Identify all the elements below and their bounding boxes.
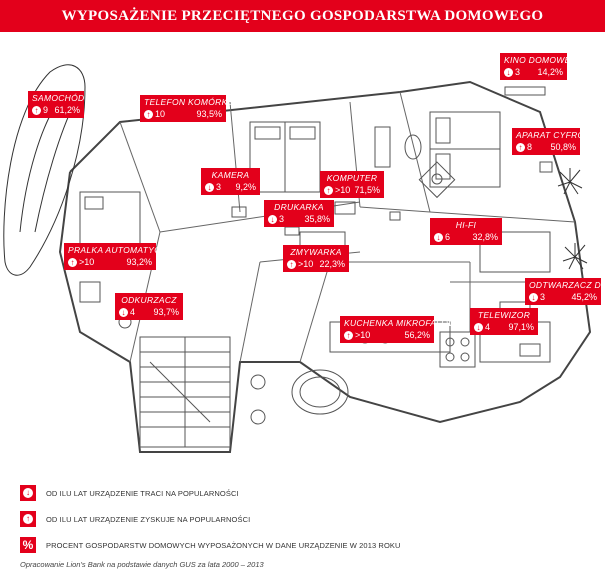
item-label: KUCHENKA MIKROFALOWA — [344, 318, 463, 328]
callout-drukarka: DRUKARKA ↓3 35,8% — [264, 200, 334, 227]
bed-3 — [79, 191, 141, 248]
item-percent: 61,2% — [54, 105, 80, 115]
item-percent: 93,2% — [126, 257, 152, 267]
item-label: KINO DOMOWE — [504, 55, 571, 65]
item-percent: 56,2% — [404, 330, 430, 340]
item-years: 3 — [540, 292, 546, 302]
item-years: 4 — [130, 307, 136, 317]
callout-pralka: PRALKA AUTOMATYCZNA ↑>10 93,2% — [64, 243, 179, 270]
legend: ↓ OD ILU LAT URZĄDZENIE TRACI NA POPULAR… — [20, 480, 540, 558]
item-years: 8 — [527, 142, 533, 152]
legend-up-icon: ↑ — [20, 511, 36, 527]
item-percent: 93,7% — [153, 307, 179, 317]
callout-odkurzacz: ODKURZACZ ↓4 93,7% — [115, 293, 183, 320]
item-years: 9 — [43, 105, 49, 115]
callout-kamera: KAMERA ↓3 9,2% — [201, 168, 260, 195]
legend-percent-icon: % — [20, 537, 36, 553]
item-percent: 35,8% — [304, 214, 330, 224]
item-label: TELEWIZOR — [477, 310, 531, 320]
item-years: >10 — [298, 259, 314, 269]
item-label: HI-FI — [455, 220, 477, 230]
item-percent: 32,8% — [472, 232, 498, 242]
item-years: >10 — [79, 257, 95, 267]
trend-down-icon: ↓ — [504, 68, 513, 77]
trend-down-icon: ↓ — [205, 183, 214, 192]
outer-walls — [58, 80, 592, 453]
trend-down-icon: ↓ — [119, 308, 128, 317]
trend-up-icon: ↑ — [324, 186, 333, 195]
callout-kino-domowe: KINO DOMOWE ↓3 14,2% — [500, 53, 571, 80]
bed-1 — [249, 121, 321, 193]
bath-fixtures — [250, 126, 456, 425]
trend-down-icon: ↓ — [529, 293, 538, 302]
legend-text: OD ILU LAT URZĄDZENIE TRACI NA POPULARNO… — [46, 488, 239, 498]
item-label: ODTWARZACZ DVD — [529, 280, 605, 290]
item-years: >10 — [355, 330, 371, 340]
inner-walls — [119, 91, 576, 363]
item-years: 3 — [515, 67, 521, 77]
trend-up-icon: ↑ — [144, 110, 153, 119]
callout-zmywarka: ZMYWARKA ↑>10 22,3% — [283, 245, 349, 272]
trend-down-icon: ↓ — [434, 233, 443, 242]
item-years: >10 — [335, 185, 351, 195]
item-years: 3 — [216, 182, 222, 192]
item-years: 10 — [155, 109, 166, 119]
trend-up-icon: ↑ — [32, 106, 41, 115]
title-bar: WYPOSAŻENIE PRZECIĘTNEGO GOSPODARSTWA DO… — [0, 0, 605, 32]
item-percent: 22,3% — [319, 259, 345, 269]
callout-aparat-cyfrowy: APARAT CYFROWY ↑8 50,8% — [512, 128, 599, 155]
callout-kuchenka: KUCHENKA MIKROFALOWA ↑>10 56,2% — [340, 316, 463, 343]
item-years: 6 — [445, 232, 451, 242]
item-label: ODKURZACZ — [121, 295, 177, 305]
trend-down-icon: ↓ — [268, 215, 277, 224]
callout-hi-fi: HI-FI ↓6 32,8% — [430, 218, 502, 245]
item-label: KOMPUTER — [326, 173, 378, 183]
plant-icons — [557, 168, 588, 270]
legend-text: OD ILU LAT URZĄDZENIE ZYSKUJE NA POPULAR… — [46, 514, 251, 524]
legend-text: PROCENT GOSPODARSTW DOMOWYCH WYPOSAŻONYC… — [46, 540, 401, 550]
item-label: SAMOCHÓD — [32, 93, 85, 103]
item-label: KAMERA — [211, 170, 250, 180]
item-label: DRUKARKA — [274, 202, 324, 212]
trend-down-icon: ↓ — [474, 323, 483, 332]
item-label: APARAT CYFROWY — [516, 130, 599, 140]
item-label: TELEFON KOMÓRKOWY — [144, 97, 249, 107]
item-years: 4 — [485, 322, 491, 332]
staircase — [139, 336, 231, 448]
item-percent: 45,2% — [571, 292, 597, 302]
legend-row-down: ↓ OD ILU LAT URZĄDZENIE TRACI NA POPULAR… — [20, 480, 540, 506]
floor-plan — [3, 64, 592, 453]
bed-2 — [429, 111, 501, 188]
item-percent: 97,1% — [508, 322, 534, 332]
item-percent: 71,5% — [354, 185, 380, 195]
callout-telefon: TELEFON KOMÓRKOWY ↑10 93,5% — [140, 95, 249, 122]
legend-down-icon: ↓ — [20, 485, 36, 501]
legend-row-up: ↑ OD ILU LAT URZĄDZENIE ZYSKUJE NA POPUL… — [20, 506, 540, 532]
trend-up-icon: ↑ — [516, 143, 525, 152]
device-markers — [79, 86, 553, 357]
callout-samochod: SAMOCHÓD ↑9 61,2% — [28, 91, 84, 118]
item-label: ZMYWARKA — [290, 247, 342, 257]
item-percent: 93,5% — [196, 109, 222, 119]
item-percent: 50,8% — [550, 142, 576, 152]
callout-odtwarzacz-dvd: ODTWARZACZ DVD ↓3 45,2% — [525, 278, 605, 305]
source-note: Opracowanie Lion's Bank na podstawie dan… — [20, 560, 264, 569]
trend-up-icon: ↑ — [344, 331, 353, 340]
item-label: PRALKA AUTOMATYCZNA — [68, 245, 179, 255]
item-percent: 14,2% — [537, 67, 563, 77]
trend-up-icon: ↑ — [287, 260, 296, 269]
page-title: WYPOSAŻENIE PRZECIĘTNEGO GOSPODARSTWA DO… — [61, 7, 544, 24]
callout-telewizor: TELEWIZOR ↓4 97,1% — [470, 308, 538, 335]
trend-up-icon: ↑ — [68, 258, 77, 267]
legend-row-percent: % PROCENT GOSPODARSTW DOMOWYCH WYPOSAŻON… — [20, 532, 540, 558]
item-percent: 9,2% — [235, 182, 256, 192]
item-years: 3 — [279, 214, 285, 224]
